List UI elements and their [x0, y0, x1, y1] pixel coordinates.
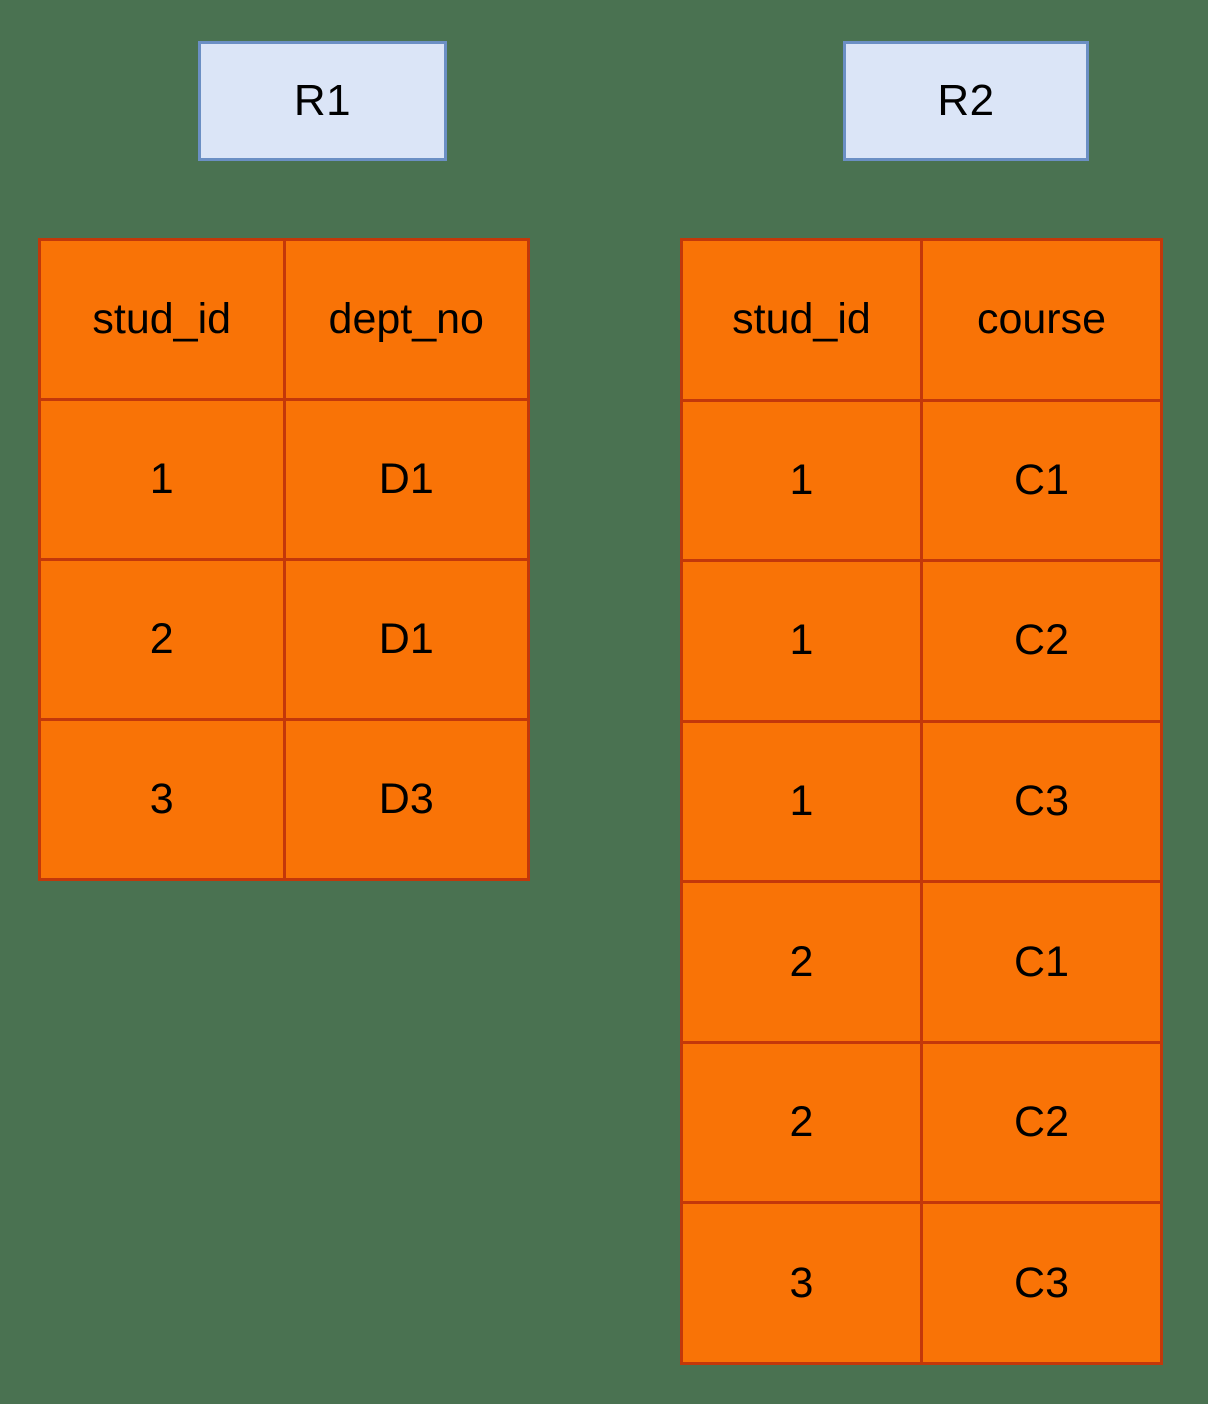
cell-stud-id: 2 [683, 1043, 920, 1202]
table-row: 1 D1 [41, 398, 527, 558]
cell-course: C2 [920, 1043, 1160, 1202]
table-row: 2 C1 [683, 880, 1160, 1041]
cell-stud-id: 2 [683, 883, 920, 1041]
cell-stud-id: 2 [41, 561, 283, 718]
relation-table-r1: stud_id dept_no 1 D1 2 D1 3 D3 [38, 238, 530, 881]
cell-course: C1 [920, 401, 1160, 560]
cell-stud-id: 1 [683, 401, 920, 560]
cell-course: C2 [920, 562, 1160, 720]
table-row: 2 D1 [41, 558, 527, 718]
table-row: 1 C1 [683, 398, 1160, 560]
cell-stud-id: 1 [683, 562, 920, 720]
cell-course: C3 [920, 1204, 1160, 1363]
table-row: 3 C3 [683, 1201, 1160, 1363]
cell-dept-no: D1 [282, 561, 527, 718]
table-header-row: stud_id course [683, 241, 1160, 399]
cell-course: C3 [920, 722, 1160, 881]
cell-course: C1 [920, 883, 1160, 1041]
cell-stud-id: 3 [41, 721, 283, 878]
column-header-course: course [920, 241, 1160, 399]
relation-label-r1: R1 [198, 41, 447, 161]
column-header-dept-no: dept_no [282, 241, 527, 398]
cell-dept-no: D1 [282, 401, 527, 558]
table-row: 2 C2 [683, 1040, 1160, 1202]
relation-label-r2: R2 [843, 41, 1089, 161]
column-header-stud-id: stud_id [41, 241, 283, 398]
cell-stud-id: 3 [683, 1204, 920, 1363]
cell-stud-id: 1 [41, 401, 283, 558]
table-row: 1 C3 [683, 719, 1160, 881]
table-row: 3 D3 [41, 718, 527, 878]
cell-stud-id: 1 [683, 722, 920, 881]
cell-dept-no: D3 [282, 721, 527, 878]
column-header-stud-id: stud_id [683, 241, 920, 399]
relation-label-r2-text: R2 [937, 76, 995, 125]
relation-table-r2: stud_id course 1 C1 1 C2 1 C3 2 C1 2 C2 … [680, 238, 1163, 1365]
table-row: 1 C2 [683, 559, 1160, 720]
relation-label-r1-text: R1 [293, 76, 352, 125]
table-header-row: stud_id dept_no [41, 241, 527, 398]
